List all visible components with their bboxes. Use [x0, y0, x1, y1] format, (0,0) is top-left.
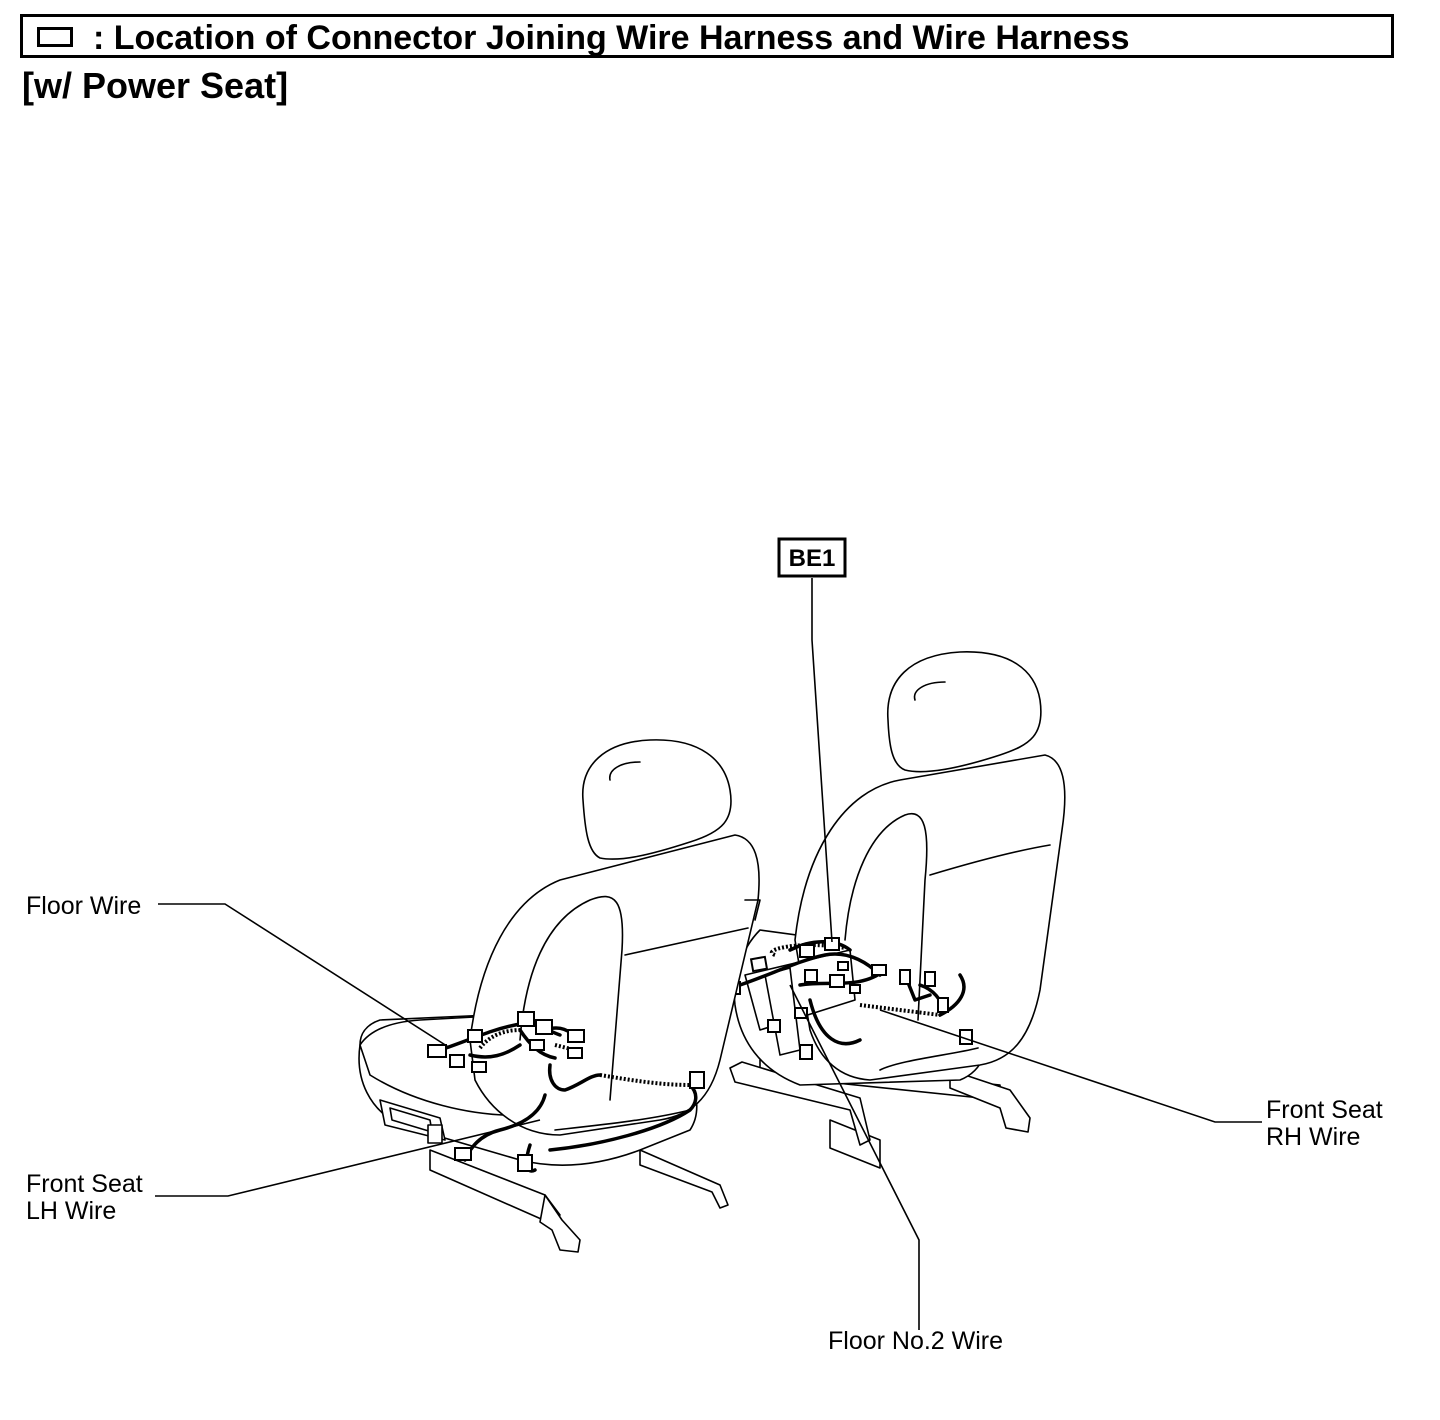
left-seat-back-edge: [744, 899, 761, 921]
front-seat-rh-wire-leader-line: [879, 1009, 1262, 1123]
connector-icon: [749, 955, 769, 973]
right-seat-headrest: [887, 651, 1042, 773]
connector-icon: [804, 969, 818, 983]
left-wire-dashed: [599, 1073, 691, 1087]
right-wire-c: [808, 998, 862, 1046]
connector-icon: [467, 1029, 483, 1043]
left-seat: [358, 739, 761, 1253]
right-wire-dashed: [859, 1003, 941, 1017]
front-seat-lh-wire-leader-line: [155, 1119, 541, 1197]
connector-icon: [454, 1147, 472, 1161]
left-seat-back-seam: [624, 927, 749, 956]
right-seat-rail-right: [949, 1069, 1031, 1133]
connector-icon: [799, 1044, 813, 1060]
front-seat-rh-wire-label-line2: RH Wire: [1266, 1123, 1360, 1151]
header-box: : Location of Connector Joining Wire Har…: [20, 14, 1394, 58]
front-seat-lh-wire-harness: [548, 1083, 698, 1152]
left-seat-rail-right: [639, 1149, 729, 1209]
connector-icon: [471, 1061, 487, 1073]
left-seat-headrest: [582, 739, 732, 860]
floor-wire-label: Floor Wire: [26, 892, 141, 920]
connector-icon: [899, 969, 911, 985]
right-seat-back-lower: [879, 1047, 979, 1071]
be1-connector-tag: [777, 537, 847, 578]
left-seat-rail-foot: [539, 1194, 581, 1253]
right-seat-back: [794, 754, 1066, 1081]
connector-icon: [535, 1019, 553, 1035]
right-headrest-detail: [913, 681, 946, 701]
connector-icon: [837, 961, 849, 971]
page-subtitle: [w/ Power Seat]: [22, 65, 289, 106]
connector-icon: [449, 1054, 465, 1068]
front-seat-lh-wire-label-line1: Front Seat: [26, 1170, 143, 1198]
left-headrest-detail: [609, 761, 641, 781]
connector-icon: [829, 974, 845, 988]
connector-icon: [517, 1154, 533, 1172]
connector-icon: [924, 971, 936, 987]
right-seat-rail-bracket: [729, 1061, 871, 1146]
front-seat-rh-wire-label-line1: Front Seat: [1266, 1096, 1383, 1124]
connector-icon: [849, 984, 861, 994]
left-wire-a: [468, 1043, 522, 1059]
floor-no2-wire-leader-line: [789, 984, 920, 1330]
connector-icon: [767, 1019, 781, 1033]
right-seat-back-seam: [929, 844, 1051, 876]
be1-leader-line: [811, 578, 833, 943]
page-title: : Location of Connector Joining Wire Har…: [93, 19, 1130, 57]
connector-icon: [427, 1044, 447, 1058]
left-wire-dashed-b: [478, 1028, 521, 1050]
connector-icon: [567, 1047, 583, 1059]
be1-connector-code: BE1: [789, 545, 836, 572]
left-seat-back: [469, 834, 760, 1136]
connector-icon: [689, 1071, 705, 1089]
right-seat-back-panel: [844, 812, 928, 1021]
connector-icon: [517, 1011, 535, 1027]
connector-icon: [529, 1039, 545, 1051]
floor-wire-leader-line: [158, 903, 451, 1049]
floor-no2-wire-label: Floor No.2 Wire: [828, 1327, 1003, 1355]
right-seat: [723, 651, 1066, 1169]
front-seat-lh-wire-label-line2: LH Wire: [26, 1197, 116, 1225]
left-seat-back-lower: [554, 1109, 691, 1131]
connector-icon: [799, 944, 815, 958]
connector-icon: [871, 964, 887, 976]
connector-icon: [937, 997, 949, 1013]
left-wire-c: [547, 1063, 602, 1092]
left-seat-back-panel: [519, 895, 624, 1101]
connector-icon: [567, 1029, 585, 1043]
connector-legend-icon: [37, 27, 73, 47]
left-seat-switch-knob: [427, 1124, 443, 1144]
floor-no2-wire-harness: [738, 952, 882, 987]
